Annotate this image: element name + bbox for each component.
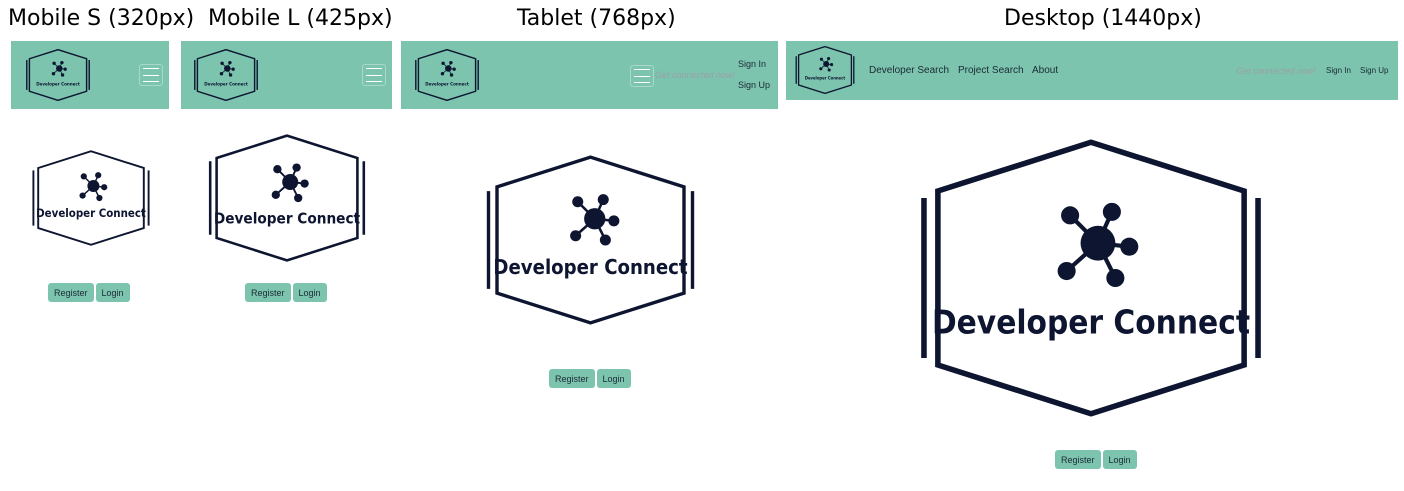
logo-hexagon-outline <box>37 150 145 246</box>
network-icon <box>570 194 620 246</box>
register-button[interactable]: Register <box>1055 450 1101 469</box>
panel-title-mobile-l: Mobile L (425px) <box>208 6 393 31</box>
desktop-navbar: Developer Connect Developer Search Proje… <box>786 41 1398 100</box>
desktop-nav-logo[interactable]: Developer Connect <box>795 46 855 94</box>
login-button[interactable]: Login <box>95 283 130 302</box>
tagline: Get connected now! <box>1236 66 1317 76</box>
brand-name: Developer Connect <box>425 81 469 87</box>
logo-hexagon-outline <box>797 46 853 94</box>
register-button[interactable]: Register <box>245 283 291 302</box>
register-button[interactable]: Register <box>549 369 595 388</box>
mobile-l-menu-button[interactable] <box>362 64 386 86</box>
sign-in-link[interactable]: Sign In <box>738 59 767 69</box>
mobile-s-auth-buttons: Register Login <box>48 283 130 302</box>
sign-in-link[interactable]: Sign In <box>1326 66 1351 75</box>
network-icon <box>271 163 309 203</box>
network-icon <box>1057 202 1139 288</box>
brand-name: Developer Connect <box>932 303 1250 342</box>
brand-name: Developer Connect <box>36 81 80 87</box>
brand-name: Developer Connect <box>214 210 361 228</box>
logo-hexagon-outline <box>495 155 686 325</box>
mobile-s-menu-button[interactable] <box>139 64 163 86</box>
logo-hexagon-outline <box>215 134 359 262</box>
mobile-l-hero-logo: Developer Connect <box>208 134 366 262</box>
mobile-s-navbar: Developer Connect <box>11 41 169 109</box>
panel-title-desktop: Desktop (1440px) <box>1004 6 1202 31</box>
tablet-hero-logo: Developer Connect <box>486 155 695 325</box>
desktop-hero-logo: Developer Connect <box>921 139 1261 417</box>
nav-link-developer-search[interactable]: Developer Search <box>869 65 950 76</box>
logo-hexagon-outline <box>935 139 1247 417</box>
nav-link-about[interactable]: About <box>1032 65 1059 76</box>
logo-hexagon-outline <box>417 49 477 101</box>
mobile-l-auth-buttons: Register Login <box>245 283 327 302</box>
logo-hexagon-outline <box>196 49 256 101</box>
tablet-nav-logo[interactable]: Developer Connect <box>414 49 480 101</box>
panel-title-tablet: Tablet (768px) <box>517 6 676 31</box>
network-icon <box>51 60 67 77</box>
hamburger-icon[interactable] <box>366 68 382 82</box>
tablet-menu-button[interactable] <box>630 65 654 87</box>
mobile-s-nav-logo[interactable]: Developer Connect <box>25 49 91 101</box>
network-icon <box>219 60 235 77</box>
panel-title-mobile-s: Mobile S (320px) <box>8 6 195 31</box>
network-icon <box>440 60 456 77</box>
network-icon <box>79 172 108 202</box>
network-icon <box>819 57 834 72</box>
tablet-navbar: Developer Connect Get connected now! Sig… <box>401 41 778 109</box>
login-button[interactable]: Login <box>1102 450 1137 469</box>
register-button[interactable]: Register <box>48 283 94 302</box>
hamburger-icon[interactable] <box>143 68 159 82</box>
brand-name: Developer Connect <box>36 206 146 220</box>
mobile-l-nav-logo[interactable]: Developer Connect <box>193 49 259 101</box>
brand-name: Developer Connect <box>493 255 687 279</box>
hamburger-icon[interactable] <box>634 69 650 83</box>
mobile-s-hero-logo: Developer Connect <box>32 150 150 246</box>
login-button[interactable]: Login <box>596 369 631 388</box>
desktop-auth-buttons: Register Login <box>1055 450 1137 469</box>
brand-name: Developer Connect <box>805 76 846 81</box>
tagline: Get connected now! <box>655 70 736 80</box>
brand-name: Developer Connect <box>204 81 248 87</box>
mobile-l-navbar: Developer Connect <box>181 41 392 109</box>
nav-link-project-search[interactable]: Project Search <box>958 65 1024 76</box>
sign-up-link[interactable]: Sign Up <box>738 80 771 90</box>
tablet-auth-buttons: Register Login <box>549 369 631 388</box>
login-button[interactable]: Login <box>292 283 327 302</box>
sign-up-link[interactable]: Sign Up <box>1360 66 1389 75</box>
logo-hexagon-outline <box>28 49 88 101</box>
